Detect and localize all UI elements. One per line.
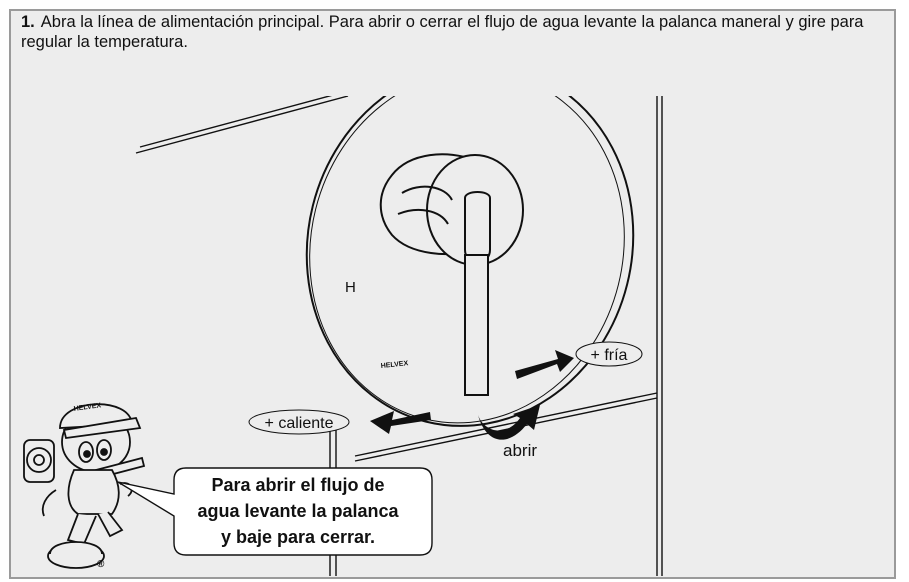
plumber-mascot (23, 403, 146, 569)
cold-arrow (515, 350, 574, 379)
hot-arrow (370, 411, 431, 434)
mascot-cap-brand: HELVEX (73, 402, 102, 413)
open-label: abrir (503, 441, 537, 460)
plate-mark: H (345, 279, 356, 296)
step-text: Abra la línea de alimentación principal.… (21, 13, 864, 51)
callout-bubble (117, 467, 433, 556)
open-rotation-arrow (478, 405, 540, 440)
step-instruction: 1.Abra la línea de alimentación principa… (21, 12, 881, 52)
installation-diagram: H HELVEX + fría + caliente abrir HELVEX … (23, 96, 663, 576)
step-number: 1. (21, 13, 35, 31)
valve-handle (379, 153, 524, 396)
plate-brand: HELVEX (380, 360, 408, 370)
hot-label-oval (248, 409, 350, 435)
cold-label: + fría (591, 347, 628, 364)
cold-label-oval (575, 341, 643, 367)
callout-text: Para abrir el flujo de agua levante la p… (197, 475, 399, 547)
hot-label: + caliente (265, 415, 334, 432)
registered-mark: ® (97, 559, 105, 570)
